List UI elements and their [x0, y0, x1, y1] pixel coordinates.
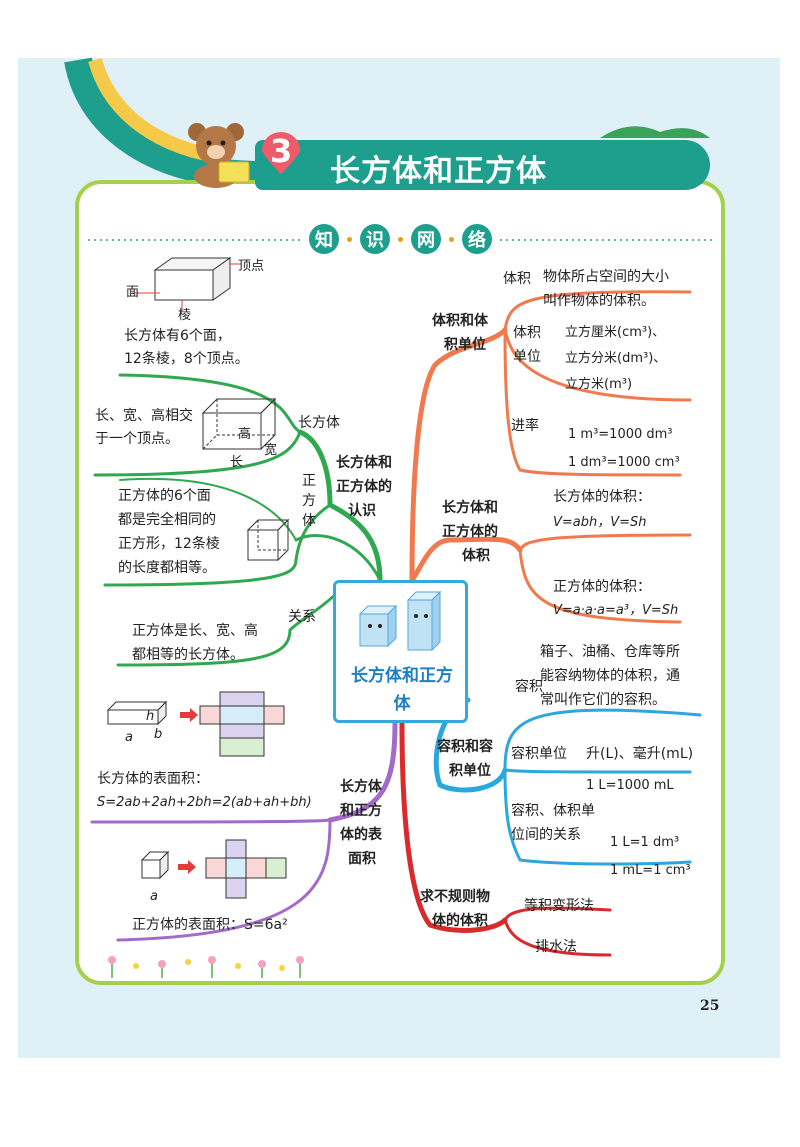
- section-title-char: 知: [309, 224, 339, 254]
- node-calc: 长方体和: [442, 500, 498, 516]
- node-irregular: 求不规则物: [420, 889, 490, 905]
- cunit-items: 升(L)、毫升(mL): [586, 746, 694, 762]
- label-vunit: 单位: [513, 349, 541, 365]
- label-a: a: [150, 889, 158, 904]
- volume-def-line: 物体所占空间的大小: [543, 269, 669, 285]
- vrate-item: 1 m³=1000 dm³: [568, 427, 673, 442]
- node-surface: 和正方: [340, 803, 382, 819]
- label-relation: 位间的关系: [511, 827, 581, 843]
- relation-line: 正方体是长、宽、高: [132, 623, 258, 639]
- cuboid-dims-line: 于一个顶点。: [95, 431, 179, 447]
- branch-cuboid: 长方体: [298, 415, 340, 431]
- volume-def-line: 叫作物体的体积。: [543, 293, 655, 309]
- cube-facts-line: 都是完全相同的: [118, 512, 216, 528]
- section-title-char: 识: [360, 224, 390, 254]
- page-number: 25: [700, 998, 720, 1014]
- crate-item: 1 L=1 dm³: [610, 835, 680, 850]
- cube-facts-line: 正方形，12条棱: [118, 536, 220, 552]
- node-surface: 长方体: [340, 779, 382, 795]
- cuboid-facts-line: 12条棱，8个顶点。: [124, 351, 249, 367]
- node-recognition: 正方体的: [336, 479, 392, 495]
- label-volume: 体积: [503, 271, 531, 287]
- label-cunit: 容积单位: [511, 746, 567, 762]
- cube-volume-formula: V=a·a·a=a³，V=Sh: [553, 603, 679, 618]
- node-calc: 体积: [462, 548, 490, 564]
- label-width: 宽: [264, 443, 278, 458]
- chapter-number: 3: [270, 132, 293, 170]
- capacity-def-line: 常叫作它们的容积。: [540, 692, 666, 708]
- method-item: 排水法: [535, 939, 577, 955]
- label-capacity: 容积: [515, 679, 543, 695]
- vunit-item: 立方厘米(cm³)、: [565, 325, 666, 340]
- node-volume: 体积和体: [432, 313, 488, 329]
- chapter-title: 长方体和正方体: [330, 154, 547, 189]
- node-surface: 体的表: [340, 827, 382, 843]
- label-vunit: 体积: [513, 325, 541, 341]
- cuboid-volume-formula: V=abh，V=Sh: [553, 515, 647, 530]
- cube-figure: [246, 518, 290, 562]
- bear-mascot-icon: [188, 123, 250, 188]
- chapter-banner: [255, 140, 710, 190]
- cube-net-figure: [140, 839, 287, 899]
- chapter-number-badge: [262, 132, 300, 174]
- vrate-item: 1 dm³=1000 cm³: [568, 455, 680, 470]
- node-capacity: 容积和容: [437, 739, 493, 755]
- node-recognition: 长方体和: [336, 455, 392, 471]
- node-irregular: 体的体积: [432, 913, 488, 929]
- label-length: 长: [230, 455, 244, 470]
- label-relation: 容积、体积单: [511, 803, 595, 819]
- cuboid-figure: [132, 257, 242, 312]
- node-capacity: 积单位: [449, 763, 491, 779]
- method-item: 等积变形法: [524, 898, 594, 914]
- node-recognition: 认识: [348, 503, 376, 519]
- branch-cube-char: 体: [302, 513, 316, 529]
- branch-relation: 关系: [288, 609, 316, 625]
- cube-characters-icon: [358, 590, 442, 652]
- cuboid-facts-line: 长方体有6个面，: [124, 328, 231, 344]
- flowers-decoration: [108, 956, 304, 978]
- branch-cube-char: 正: [302, 473, 316, 489]
- cuboid-surface-formula: S=2ab+2ah+2bh=2(ab+ah+bh): [97, 795, 312, 810]
- label-vertex: 顶点: [238, 259, 265, 274]
- cuboid-volume-title: 长方体的体积：: [553, 489, 651, 505]
- label-face: 面: [126, 285, 140, 300]
- node-volume: 积单位: [444, 337, 486, 353]
- label-a: a: [125, 730, 133, 745]
- capacity-def-line: 能容纳物体的体积，通: [540, 668, 680, 684]
- label-rate: 进率: [511, 418, 539, 434]
- node-surface: 面积: [348, 851, 376, 867]
- label-h: h: [146, 709, 155, 724]
- branch-cube-char: 方: [302, 493, 316, 509]
- cube-surface-formula: 正方体的表面积：S=6a²: [132, 917, 288, 933]
- label-b: b: [154, 727, 163, 742]
- cunit-rate: 1 L=1000 mL: [586, 778, 674, 793]
- section-title: 知 识 网 络: [309, 224, 492, 254]
- cube-volume-title: 正方体的体积：: [553, 579, 651, 595]
- section-title-char: 络: [462, 224, 492, 254]
- label-edge: 棱: [178, 308, 192, 323]
- label-height: 高: [238, 427, 252, 442]
- vunit-item: 立方分米(dm³)、: [565, 351, 667, 366]
- cuboid-net-figure: [106, 691, 285, 757]
- capacity-def-line: 箱子、油桶、仓库等所: [540, 644, 680, 660]
- cube-facts-line: 的长度都相等。: [118, 560, 216, 576]
- section-title-char: 网: [411, 224, 441, 254]
- node-calc: 正方体的: [442, 524, 498, 540]
- vunit-item: 立方米(m³): [565, 377, 633, 392]
- relation-line: 都相等的长方体。: [132, 647, 244, 663]
- cuboid-dims-line: 长、宽、高相交: [95, 408, 193, 424]
- center-topic-box: [333, 580, 468, 723]
- cube-facts-line: 正方体的6个面: [118, 488, 211, 504]
- cuboid-dims-figure: [201, 397, 277, 451]
- cuboid-surface-title: 长方体的表面积：: [97, 771, 209, 787]
- center-topic-label: 长方体和正方体: [351, 666, 453, 714]
- crate-item: 1 mL=1 cm³: [610, 863, 691, 878]
